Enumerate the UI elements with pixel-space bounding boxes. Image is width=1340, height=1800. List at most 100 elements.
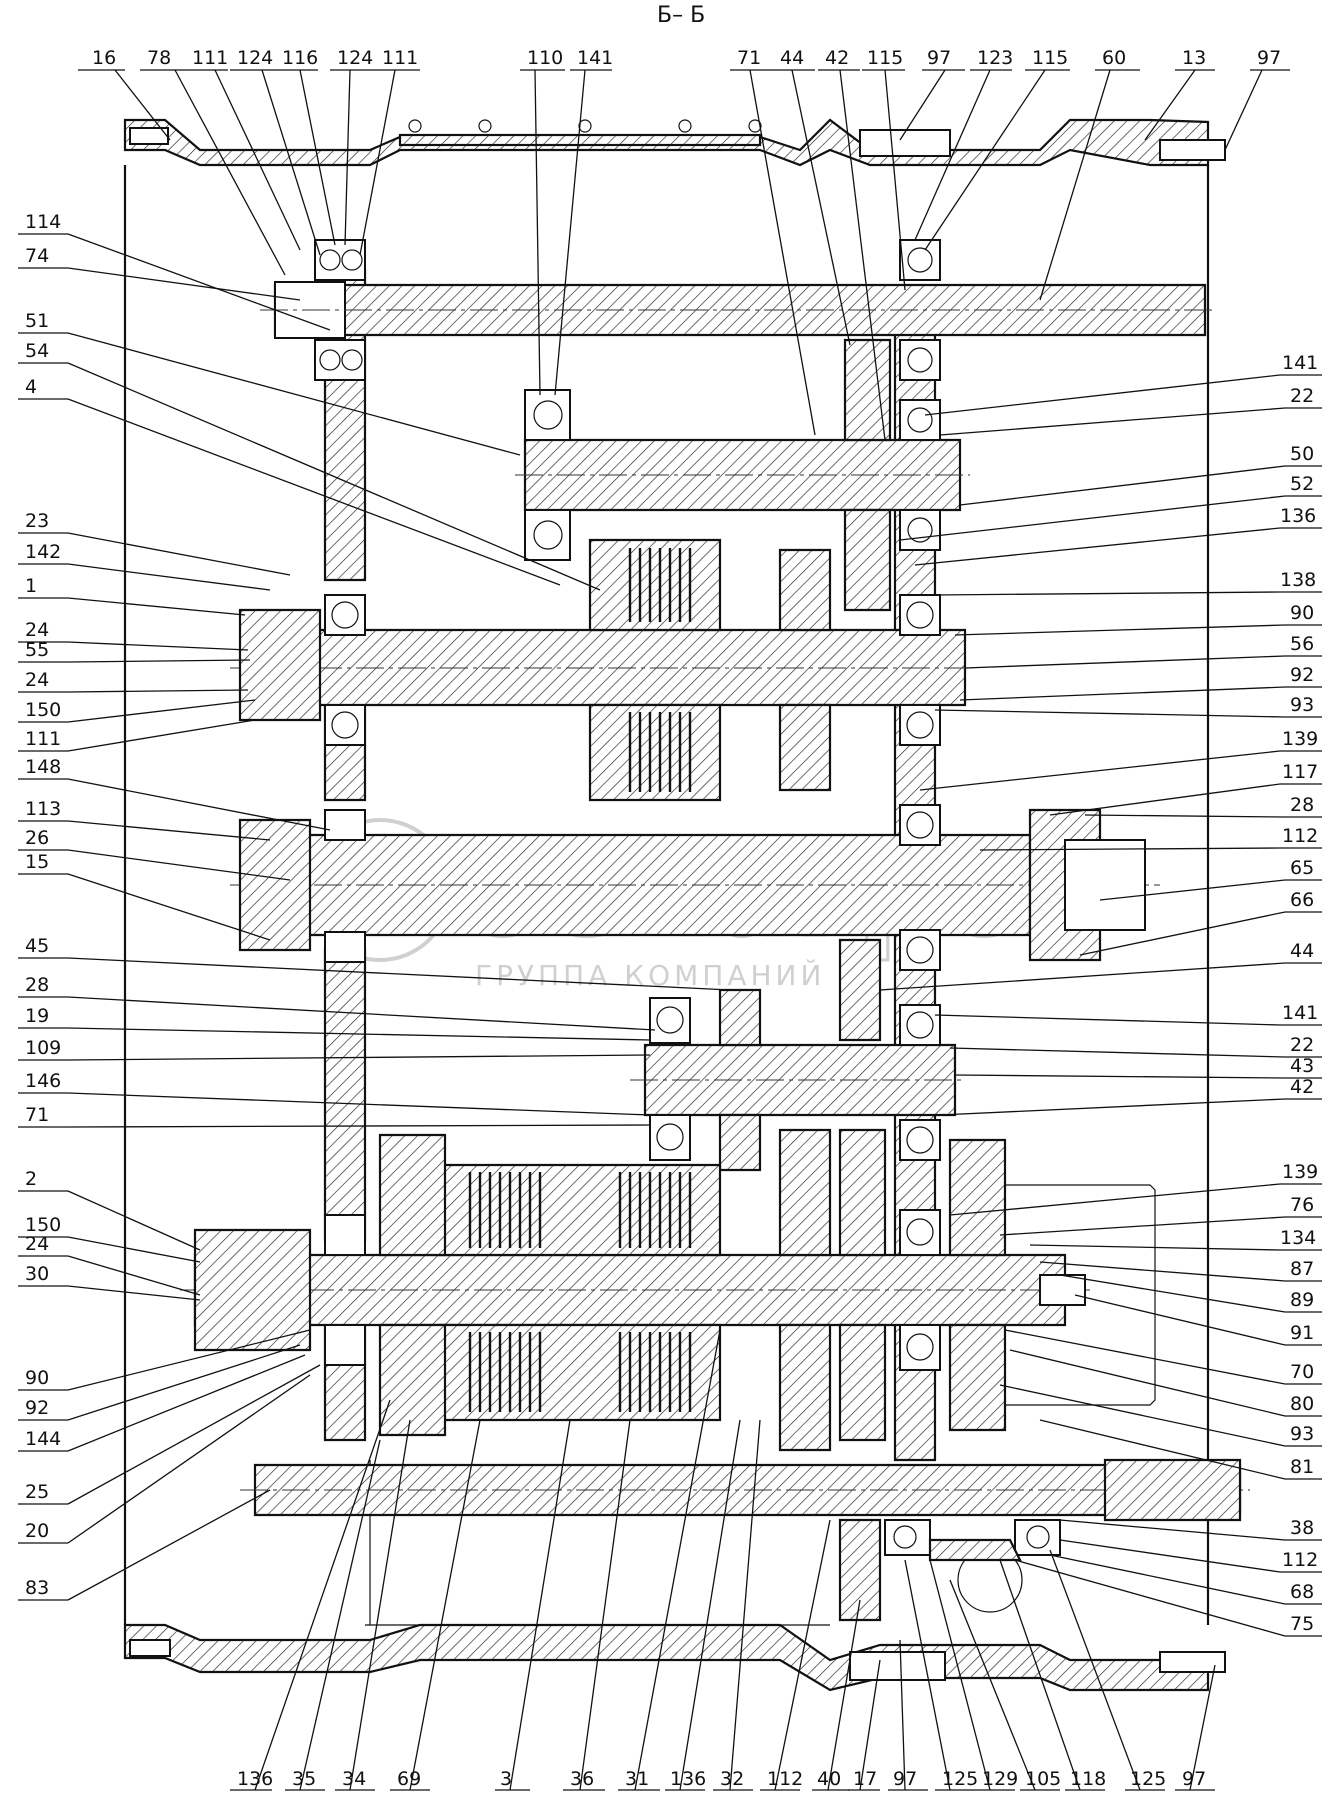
label-right: 80 — [1290, 1393, 1314, 1415]
leader-line — [919, 750, 1281, 791]
leader-line — [1039, 69, 1111, 301]
label-right: 76 — [1290, 1194, 1314, 1216]
label-top: 115 — [1032, 47, 1068, 69]
label-right: 22 — [1290, 1034, 1314, 1056]
label-top: 141 — [577, 47, 613, 69]
leader-line — [949, 1579, 1036, 1791]
label-right: 38 — [1290, 1517, 1314, 1539]
leader-line — [934, 591, 1281, 596]
label-left: 51 — [25, 310, 49, 332]
label-left: 148 — [25, 756, 61, 778]
leader-line — [254, 1399, 391, 1791]
leader-line — [999, 1216, 1286, 1236]
label-left: 144 — [25, 1428, 61, 1450]
leader-line — [534, 69, 541, 396]
watermark-subtitle: ГРУППА КОМПАНИЙ — [475, 958, 825, 992]
label-top: 97 — [1257, 47, 1281, 69]
leader-line — [114, 69, 171, 141]
shaft-43 — [630, 988, 965, 1172]
leader-line — [634, 1329, 721, 1791]
leader-line — [1059, 1274, 1286, 1313]
label-right: 87 — [1290, 1258, 1314, 1280]
label-bottom: 17 — [853, 1768, 877, 1790]
label-right: 112 — [1282, 825, 1318, 847]
labels-top: 16 78 111 124 116 124 111 110 141 71 44 … — [92, 47, 1281, 69]
leader-line — [1059, 1539, 1281, 1573]
label-left: 90 — [25, 1367, 49, 1389]
leader-line — [67, 778, 331, 831]
label-left: 25 — [25, 1481, 49, 1503]
label-right: 134 — [1280, 1227, 1316, 1249]
leader-line — [939, 1098, 1286, 1116]
labels-bottom: 136 35 34 69 3 36 31 136 32 112 40 17 97… — [237, 1768, 1206, 1790]
label-bottom: 125 — [942, 1768, 978, 1790]
leader-line — [934, 1014, 1281, 1026]
label-left: 83 — [25, 1577, 49, 1599]
leader-line — [67, 1354, 306, 1452]
label-right: 75 — [1290, 1613, 1314, 1635]
leader-line — [929, 1559, 991, 1791]
leader-line — [979, 847, 1281, 851]
label-bottom: 97 — [893, 1768, 917, 1790]
label-top: 116 — [282, 47, 318, 69]
label-top: 71 — [737, 47, 761, 69]
leader-line — [67, 398, 561, 586]
label-bottom: 118 — [1070, 1768, 1106, 1790]
shaft-83 — [240, 1458, 1250, 1622]
leader-line — [899, 69, 946, 141]
label-bottom: 136 — [237, 1768, 273, 1790]
label-left: 26 — [25, 827, 49, 849]
leader-line — [954, 1074, 1286, 1079]
label-left: 113 — [25, 798, 61, 820]
label-right: 91 — [1290, 1322, 1314, 1344]
label-left: 150 — [25, 1214, 61, 1236]
label-left: 4 — [25, 376, 37, 398]
leader-line — [67, 1344, 301, 1421]
label-top: 97 — [927, 47, 951, 69]
label-left: 150 — [25, 699, 61, 721]
label-right: 22 — [1290, 385, 1314, 407]
leader-line — [1029, 1244, 1281, 1251]
label-left: 24 — [25, 669, 49, 691]
leader-line — [67, 1489, 271, 1601]
leader-line — [959, 465, 1286, 506]
label-right: 43 — [1290, 1055, 1314, 1077]
leader-line — [359, 69, 396, 256]
label-left: 111 — [25, 728, 61, 750]
label-right: 66 — [1290, 889, 1314, 911]
leader-line — [914, 69, 991, 241]
leader-line — [939, 407, 1286, 436]
leader-line — [959, 686, 1286, 701]
leader-line — [949, 1183, 1281, 1216]
label-left: 24 — [25, 619, 49, 641]
leader-line — [679, 1419, 741, 1791]
label-right: 81 — [1290, 1456, 1314, 1478]
leader-lines — [18, 69, 1322, 1791]
leader-line — [839, 69, 886, 441]
label-right: 28 — [1290, 794, 1314, 816]
label-left: 54 — [25, 340, 49, 362]
leader-line — [67, 699, 256, 723]
label-right: 138 — [1280, 569, 1316, 591]
leader-line — [579, 1419, 631, 1791]
label-right: 42 — [1290, 1076, 1314, 1098]
leader-line — [67, 532, 291, 576]
leader-line — [1049, 783, 1281, 816]
leader-line — [1014, 1559, 1286, 1637]
label-right: 139 — [1282, 1161, 1318, 1183]
leader-line — [67, 1092, 651, 1116]
label-left: 71 — [25, 1104, 49, 1126]
label-left: 45 — [25, 935, 49, 957]
label-top: 111 — [192, 47, 228, 69]
label-left: 92 — [25, 1397, 49, 1419]
leader-line — [67, 1329, 311, 1391]
label-top: 44 — [780, 47, 804, 69]
leader-line — [1039, 1419, 1286, 1480]
leader-line — [344, 69, 351, 246]
leader-line — [67, 1374, 311, 1544]
leader-line — [67, 957, 731, 991]
label-left: 30 — [25, 1263, 49, 1285]
leader-line — [914, 527, 1281, 566]
leader-line — [934, 709, 1286, 718]
label-left: 24 — [25, 1233, 49, 1255]
